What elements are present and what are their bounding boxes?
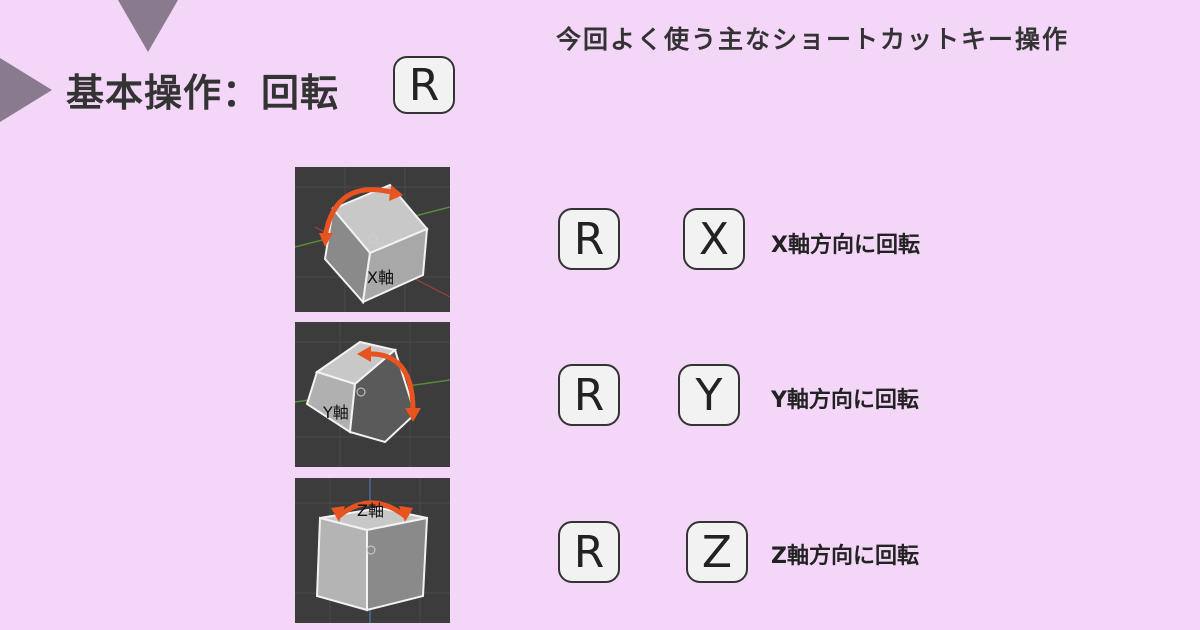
key-r-x-row: R [558,208,620,270]
cube-z-rotation-image: Z軸 [295,478,450,623]
image-axis-label-z: Z軸 [357,501,384,520]
cube-y-rotation-image: Y軸 [295,322,450,467]
key-r-y-row: R [558,364,620,426]
key-r-z-row: R [558,521,620,583]
key-z: Z [686,521,748,583]
page-title: 基本操作：回転 [66,71,340,115]
image-axis-label-y: Y軸 [322,403,349,422]
decorative-triangle-right [0,58,52,122]
key-x: X [683,208,745,270]
page-subtitle: 今回よく使う主なショートカットキー操作 [556,25,1070,54]
description-z-rotation: Z軸方向に回転 [771,544,919,569]
description-y-rotation: Y軸方向に回転 [771,388,919,413]
decorative-triangle-down [118,0,178,52]
image-axis-label-x: X軸 [367,268,394,287]
title-key-r: R [393,56,455,114]
cube-x-rotation-image: X軸 [295,167,450,312]
description-x-rotation: X軸方向に回転 [771,233,920,258]
key-y: Y [678,364,740,426]
